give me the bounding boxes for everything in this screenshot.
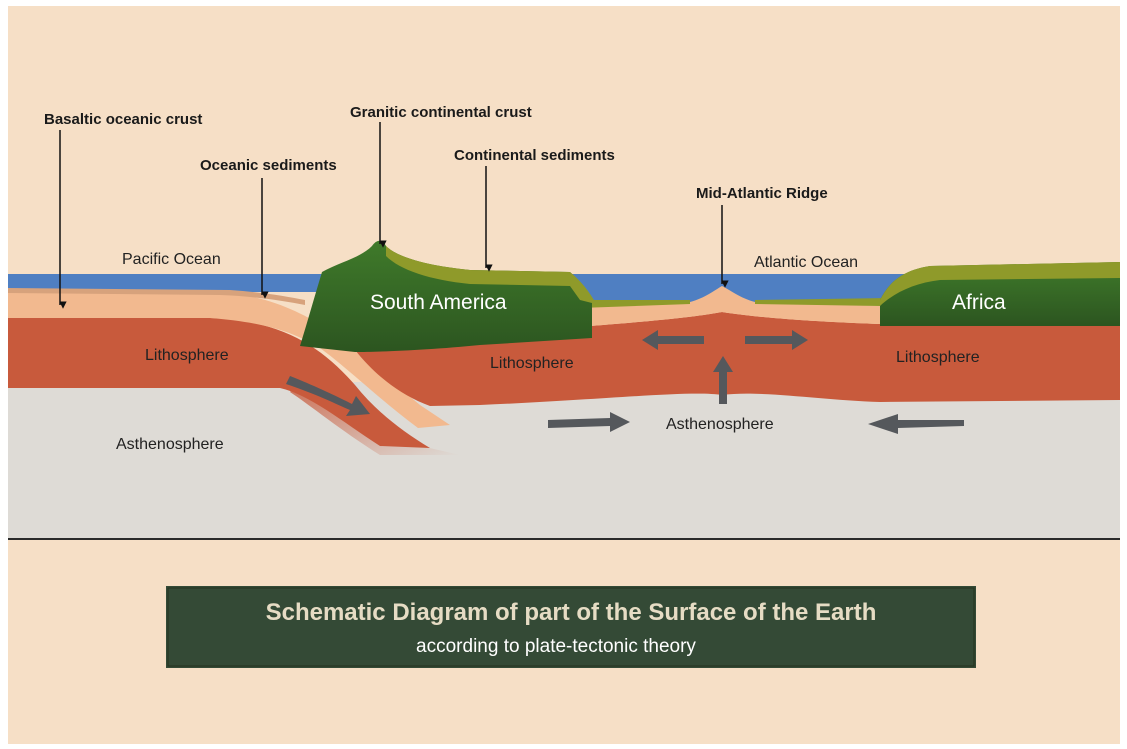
label-south-america: South America (370, 291, 507, 314)
label-lithosphere-center: Lithosphere (490, 355, 574, 372)
label-lithosphere-right: Lithosphere (896, 349, 980, 366)
caption-subtitle: according to plate-tectonic theory (416, 636, 696, 657)
asthenosphere-layer (8, 382, 1120, 538)
label-mid-atlantic-ridge: Mid-Atlantic Ridge (696, 185, 828, 202)
label-asthenosphere-left: Asthenosphere (116, 436, 224, 453)
caption-title: Schematic Diagram of part of the Surface… (266, 599, 877, 626)
label-granitic-crust: Granitic continental crust (350, 104, 532, 121)
label-pacific-ocean: Pacific Ocean (122, 251, 221, 268)
caption-box: Schematic Diagram of part of the Surface… (166, 586, 976, 668)
label-atlantic-ocean: Atlantic Ocean (754, 254, 858, 271)
label-asthenosphere-center: Asthenosphere (666, 416, 774, 433)
label-continental-sediments: Continental sediments (454, 147, 615, 164)
label-africa: Africa (952, 291, 1006, 314)
label-lithosphere-left: Lithosphere (145, 347, 229, 364)
label-oceanic-sediments: Oceanic sediments (200, 157, 337, 174)
label-basaltic-crust: Basaltic oceanic crust (44, 111, 202, 128)
